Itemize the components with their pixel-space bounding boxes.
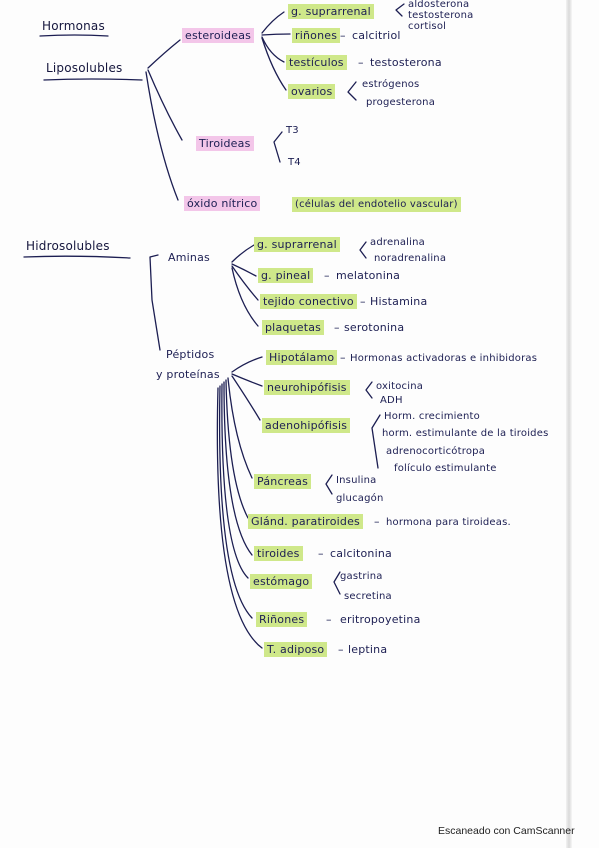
hormone-testosterona: testosterona: [408, 10, 474, 21]
hormone-crecimiento: Horm. crecimiento: [384, 411, 480, 422]
node-am-plaquetas: plaquetas: [262, 320, 325, 335]
node-adenohipofisis: adenohipófisis: [262, 418, 351, 433]
branch-pep-hipo: [231, 356, 263, 373]
hormone-serotonina: serotonina: [344, 321, 405, 334]
hormone-adrenocorticotropa: adrenocorticótropa: [386, 446, 486, 457]
node-peptidos: Péptidos: [166, 348, 215, 361]
hormone-cortisol: cortisol: [408, 21, 447, 32]
brace-pancreas: [325, 474, 333, 495]
brace-estomago: [333, 571, 341, 595]
node-ovarios: ovarios: [288, 84, 336, 99]
hormone-adh: ADH: [380, 395, 403, 406]
hormone-calcitriol: calcitriol: [352, 29, 401, 42]
underline-hidrosolubles: [23, 255, 131, 259]
hormone-eritropoyetina: eritropoyetina: [340, 613, 421, 626]
hormone-adrenalina: adrenalina: [370, 237, 426, 248]
hormone-testosterona-testiculos: testosterona: [370, 56, 442, 69]
hormone-melatonina: melatonina: [336, 269, 401, 282]
hormone-foliculo-estimulante: folículo estimulante: [394, 463, 497, 474]
branch-est-ovarios: [261, 37, 287, 91]
hormone-secretina: secretina: [344, 591, 392, 602]
branch-pep-pancreas: [227, 377, 253, 479]
branch-est-supra: [261, 11, 285, 34]
branch-lipo-tiroideas: [147, 69, 183, 141]
node-proteinas: y proteínas: [156, 368, 220, 381]
branch-am-supra: [231, 244, 255, 263]
hormone-t3: T3: [286, 125, 299, 136]
branch-am-plaquetas: [231, 267, 259, 327]
hormone-calcitonina: calcitonina: [330, 547, 392, 560]
brace-tiroideas: [273, 131, 283, 163]
node-estomago: estómago: [250, 574, 313, 589]
hormone-t4: T4: [288, 157, 301, 168]
brace-am-supra: [359, 241, 367, 259]
hormone-glucagon: glucagón: [336, 493, 384, 504]
node-g-suprarrenal: g. suprarrenal: [288, 4, 374, 19]
branch-pep-rinones: [218, 385, 253, 619]
branch-pep-adeno: [231, 375, 261, 421]
branch-lipo-oxido: [145, 71, 179, 201]
branch-est-testiculos: [261, 36, 285, 63]
branch-pep-paratiroides: [225, 379, 249, 519]
node-rinones: riñones: [292, 28, 341, 43]
branch-pep-adiposo: [216, 387, 263, 649]
brace-neuro: [365, 381, 373, 399]
underline-hormonas: [39, 34, 109, 37]
heading-hormonas: Hormonas: [42, 19, 105, 33]
hormone-aldosterona: aldosterona: [408, 0, 470, 10]
brace-ovarios: [347, 81, 357, 101]
node-hipotalamo: Hipotálamo: [266, 350, 338, 365]
branch-pep-tiroides: [223, 381, 253, 556]
hormone-estimulante-tiroides: horm. estimulante de la tiroides: [382, 428, 549, 439]
branch-est-rinones: [261, 33, 291, 36]
node-tiroides: tiroides: [254, 546, 303, 561]
hormone-insulina: Insulina: [336, 475, 377, 486]
hormone-noradrenalina: noradrenalina: [374, 253, 447, 264]
branch-pep-neuro: [231, 373, 263, 387]
node-am-tejido-conectivo: tejido conectivo: [260, 294, 357, 309]
node-am-g-pineal: g. pineal: [258, 268, 314, 283]
node-testiculos: testículos: [286, 55, 347, 70]
hormone-leptina: leptina: [348, 643, 388, 656]
node-rinones-pep: Riñones: [256, 612, 308, 627]
node-aminas: Aminas: [168, 251, 210, 264]
node-pancreas: Páncreas: [254, 474, 312, 489]
paper-edge: [566, 0, 572, 848]
heading-liposolubles: Liposolubles: [46, 61, 123, 75]
branch-am-pineal: [231, 263, 257, 277]
hormone-activadoras-inhibidoras: Hormonas activadoras e inhibidoras: [350, 353, 538, 364]
node-oxido-note: (células del endotelio vascular): [292, 197, 461, 212]
node-esteroideas: esteroideas: [182, 28, 255, 43]
heading-hidrosolubles: Hidrosolubles: [26, 239, 110, 253]
hormone-estrogenos: estrógenos: [362, 79, 420, 90]
scanner-watermark: Escaneado con CamScanner: [438, 825, 575, 837]
hormone-histamina: Histamina: [370, 295, 428, 308]
bracket-hidro: [149, 254, 161, 351]
branch-pep-estomago: [221, 383, 249, 579]
node-am-g-suprarrenal: g. suprarrenal: [254, 237, 340, 252]
node-tiroideas: Tiroideas: [196, 136, 254, 151]
hormone-progesterona: progesterona: [366, 97, 436, 108]
node-tejido-adiposo: T. adiposo: [264, 642, 328, 657]
hormone-oxitocina: oxitocina: [376, 381, 424, 392]
branch-lipo-esteroideas: [147, 39, 181, 69]
hormone-gastrina: gastrina: [340, 571, 383, 582]
brace-adeno: [371, 414, 381, 469]
node-oxido-nitrico: óxido nítrico: [184, 196, 261, 211]
branch-am-tejido: [231, 265, 259, 301]
brace-supra: [395, 3, 405, 17]
hormone-para-tiroideas: hormona para tiroideas.: [386, 517, 511, 528]
node-paratiroides: Glánd. paratiroides: [248, 514, 363, 529]
underline-liposolubles: [43, 78, 143, 81]
node-neurohipofisis: neurohipófisis: [264, 380, 350, 395]
